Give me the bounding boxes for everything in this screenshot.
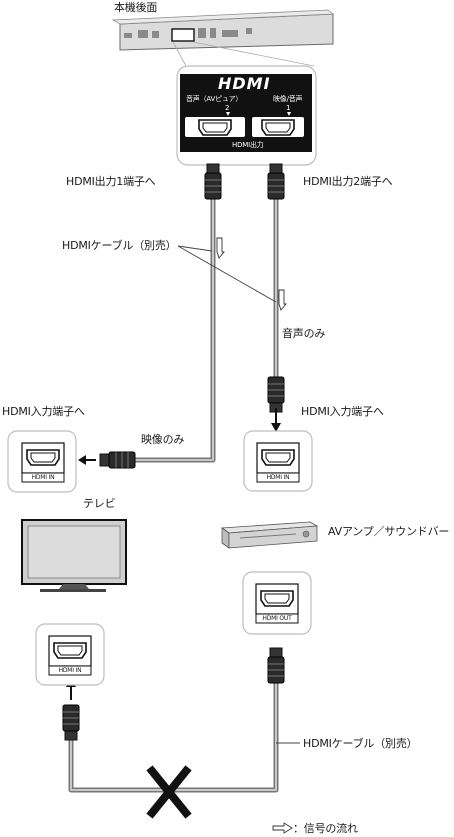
cable-3-plug-right xyxy=(267,647,285,684)
hdmi-in-label-left: HDMI入力端子へ xyxy=(2,405,85,418)
hdmi-out-1-label: HDMI出力1端子へ xyxy=(66,175,156,188)
signal-flow-legend-icon xyxy=(272,822,293,834)
hdmi-cable-label-bottom: HDMIケーブル（別売） xyxy=(303,737,418,750)
signal-flow-arrow-1 xyxy=(216,237,225,259)
video-only-label: 映像のみ xyxy=(141,433,185,446)
hdmi-out-panel-label: HDMI出力 xyxy=(232,141,264,149)
audio-only-label: 音声のみ xyxy=(282,327,326,340)
port-2-caption: 音声（AVピュア） xyxy=(186,95,243,103)
hdmi-in-label-right: HDMI入力端子へ xyxy=(301,405,384,418)
hdmi-out-2-label: HDMI出力2端子へ xyxy=(303,175,393,188)
cable-leader-1 xyxy=(177,245,213,252)
hdmi-cable-label-top: HDMIケーブル（別売） xyxy=(62,239,177,252)
port-1-caption: 映像/音声 xyxy=(273,95,303,103)
tv-port-lower-label: HDMI IN xyxy=(58,667,82,674)
arrow-to-amp-in xyxy=(271,408,281,432)
tv-port-upper-label: HDMI IN xyxy=(31,474,55,481)
cable-leader-2 xyxy=(177,245,277,303)
cable-2-plug-bottom xyxy=(267,376,285,413)
player-rear xyxy=(111,9,335,51)
port-1-number: 1 xyxy=(286,104,291,112)
cable-1-plug-top xyxy=(204,163,222,200)
hdmi-logo: HDMI xyxy=(218,74,271,93)
amp-in-port-label: HDMI IN xyxy=(266,474,290,481)
signal-flow-arrow-2 xyxy=(278,289,287,311)
hdmi-cable-1 xyxy=(124,190,216,463)
signal-flow-legend-label: ：信号の流れ xyxy=(293,822,358,835)
x-mark-icon xyxy=(146,765,192,819)
tv-label: テレビ xyxy=(83,497,116,510)
port-2-number: 2 xyxy=(225,104,230,112)
av-amp-illustration xyxy=(220,521,319,549)
hdmi-cable-3 xyxy=(68,676,279,793)
cable-3-plug-left xyxy=(62,704,80,741)
cable-1-plug-left xyxy=(99,451,136,469)
av-amp-label: AVアンプ／サウンドバー xyxy=(328,525,450,538)
amp-out-port-label: HDMI OUT xyxy=(262,615,292,622)
player-rear-label: 本機後面 xyxy=(114,1,158,14)
cable-2-plug-top xyxy=(267,163,285,200)
tv-illustration xyxy=(21,519,127,592)
arrow-to-tv-in xyxy=(78,455,96,465)
